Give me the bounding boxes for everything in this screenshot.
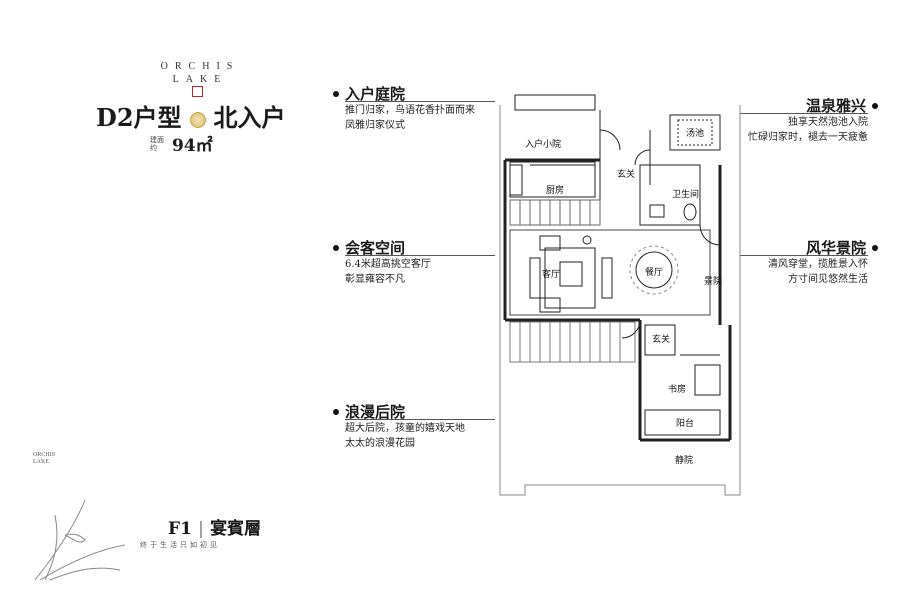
feature-desc-garden-view-2: 方寸间见悠然生活 <box>788 274 868 285</box>
bullet-icon <box>333 409 339 415</box>
divider <box>740 255 868 256</box>
floor-label: F1 <box>168 519 192 539</box>
separator: | <box>197 519 205 539</box>
room-study: 书房 <box>668 384 687 394</box>
feature-title-entry-court: 入户庭院 <box>345 85 406 103</box>
feature-desc-back-yard-2: 太太的浪漫花园 <box>345 438 415 449</box>
bullet-icon <box>872 103 878 109</box>
unit-headline: D2户型 北入户 <box>96 98 286 133</box>
room-foyer-2: 玄关 <box>652 334 671 344</box>
brand-logo: ORCHIS LAKE <box>140 60 260 86</box>
floor-title: F1|宴賓層 <box>168 514 261 539</box>
vertical-brand: ORCHIS LAKE <box>33 452 56 465</box>
entry-direction: 北入户 <box>213 103 286 132</box>
feature-desc-hot-spring-2: 忙碌归家时，褪去一天疲惫 <box>748 132 868 143</box>
area-value: 94㎡ <box>172 136 213 156</box>
feature-title-garden-view: 风华景院 <box>805 239 866 257</box>
room-dining: 餐厅 <box>645 267 664 277</box>
room-balcony: 阳台 <box>676 418 695 428</box>
area-label: 建面约 <box>150 136 164 152</box>
slogan: 终于生活只如初见 <box>140 541 220 549</box>
divider <box>345 255 495 256</box>
feature-desc-reception-2: 彰显雍容不凡 <box>345 274 405 285</box>
brand-line-1: ORCHIS <box>160 61 240 72</box>
medallion-icon <box>189 111 206 128</box>
room-living: 客厅 <box>542 269 561 279</box>
feature-desc-entry-court-1: 推门归家，鸟语花香扑面而来 <box>345 105 475 116</box>
seal-icon <box>192 86 203 97</box>
room-spa: 汤池 <box>686 128 705 138</box>
feature-title-hot-spring: 温泉雅兴 <box>805 97 866 115</box>
feature-title-reception: 会客空间 <box>345 239 406 257</box>
bullet-icon <box>333 245 339 251</box>
room-kitchen: 厨房 <box>546 185 565 195</box>
bullet-icon <box>333 91 339 97</box>
feature-desc-garden-view-1: 清风穿堂，揽胜景入怀 <box>768 259 868 270</box>
divider <box>345 101 495 102</box>
divider <box>345 419 495 420</box>
unit-type: D2户型 <box>96 103 182 132</box>
orchid-illustration-icon <box>34 499 126 581</box>
floor-name: 宴賓層 <box>210 519 262 539</box>
feature-desc-back-yard-1: 超大后院，孩童的嬉戏天地 <box>345 423 465 434</box>
feature-desc-reception-1: 6.4米超高挑空客厅 <box>345 259 431 270</box>
room-quiet-yard: 静院 <box>675 455 694 465</box>
bullet-icon <box>872 245 878 251</box>
room-foyer: 玄关 <box>617 169 636 179</box>
feature-desc-entry-court-2: 凤雅归家仪式 <box>345 120 405 131</box>
feature-desc-hot-spring-1: 独享天然泡池入院 <box>788 117 868 128</box>
room-bathroom: 卫生间 <box>672 189 700 199</box>
brand-line-2: LAKE <box>172 74 228 85</box>
feature-title-back-yard: 浪漫后院 <box>345 403 406 421</box>
room-entry-yard: 入户小院 <box>525 139 562 149</box>
room-view-court: 景院 <box>704 276 723 286</box>
divider <box>740 113 868 114</box>
